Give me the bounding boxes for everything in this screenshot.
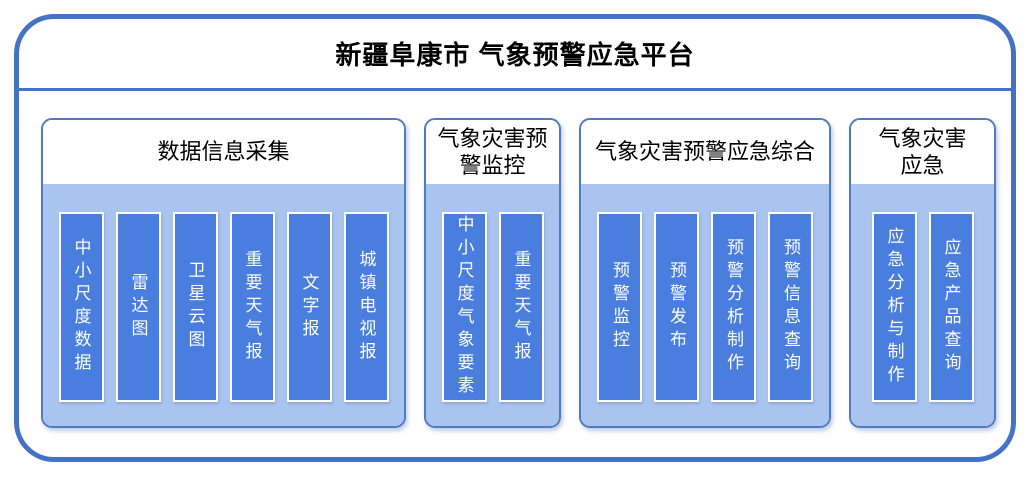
platform-frame: 新疆阜康市 气象预警应急平台 数据信息采集 中小尺度数据 雷达图 卫星云图 重要天气报…	[14, 14, 1016, 462]
group-2: 气象灾害预警监控 中小尺度气象要素 重要天气报	[424, 118, 561, 428]
module-bar: 重要天气报	[229, 212, 275, 402]
module-bar: 应急产品查询	[928, 212, 974, 402]
module-bar: 应急分析与制作	[871, 212, 917, 402]
module-bar: 预警分析制作	[711, 212, 756, 402]
group-title: 气象灾害预警应急综合	[594, 139, 815, 165]
module-label: 预警发布	[667, 261, 686, 353]
group-4: 气象灾害应急 应急分析与制作 应急产品查询	[849, 118, 996, 428]
group-title: 数据信息采集	[157, 139, 290, 165]
module-label: 中小尺度数据	[71, 238, 91, 376]
module-bar: 预警信息查询	[768, 212, 813, 402]
group-header: 气象灾害应急	[851, 120, 994, 184]
module-label: 重要天气报	[242, 249, 262, 365]
module-label: 中小尺度气象要素	[454, 215, 474, 399]
module-bar: 中小尺度气象要素	[441, 212, 487, 402]
group-body: 中小尺度气象要素 重要天气报	[426, 184, 559, 426]
group-3: 气象灾害预警应急综合 预警监控 预警发布 预警分析制作 预警信息查询	[579, 118, 831, 428]
module-bar: 中小尺度数据	[58, 212, 104, 402]
module-label: 重要天气报	[511, 249, 531, 365]
group-title: 气象灾害应急	[878, 125, 967, 179]
module-label: 预警分析制作	[724, 238, 743, 376]
module-label: 城镇电视报	[356, 249, 376, 365]
group-header: 气象灾害预警应急综合	[581, 120, 829, 184]
module-bar: 预警监控	[597, 212, 642, 402]
group-body: 中小尺度数据 雷达图 卫星云图 重要天气报 文字报 城镇电视报	[43, 184, 404, 426]
group-body: 预警监控 预警发布 预警分析制作 预警信息查询	[581, 184, 829, 426]
module-label: 预警监控	[610, 261, 629, 353]
group-header: 气象灾害预警监控	[426, 120, 559, 184]
module-bar: 雷达图	[115, 212, 161, 402]
module-bar: 重要天气报	[498, 212, 544, 402]
module-label: 应急产品查询	[941, 238, 961, 376]
module-label: 应急分析与制作	[884, 226, 904, 388]
title-bar: 新疆阜康市 气象预警应急平台	[19, 19, 1011, 91]
module-bar: 城镇电视报	[343, 212, 389, 402]
module-bar: 文字报	[286, 212, 332, 402]
module-label: 雷达图	[128, 272, 148, 342]
group-header: 数据信息采集	[43, 120, 404, 184]
group-title: 气象灾害预警监控	[437, 125, 548, 179]
group-1: 数据信息采集 中小尺度数据 雷达图 卫星云图 重要天气报 文字报 城镇电视报	[41, 118, 406, 428]
page-title: 新疆阜康市 气象预警应急平台	[335, 40, 695, 70]
module-label: 预警信息查询	[781, 238, 800, 376]
module-bar: 预警发布	[654, 212, 699, 402]
module-label: 卫星云图	[185, 261, 205, 353]
module-bar: 卫星云图	[172, 212, 218, 402]
module-label: 文字报	[299, 272, 319, 342]
group-body: 应急分析与制作 应急产品查询	[851, 184, 994, 426]
groups-row: 数据信息采集 中小尺度数据 雷达图 卫星云图 重要天气报 文字报 城镇电视报 气象灾害预警…	[19, 91, 1011, 428]
